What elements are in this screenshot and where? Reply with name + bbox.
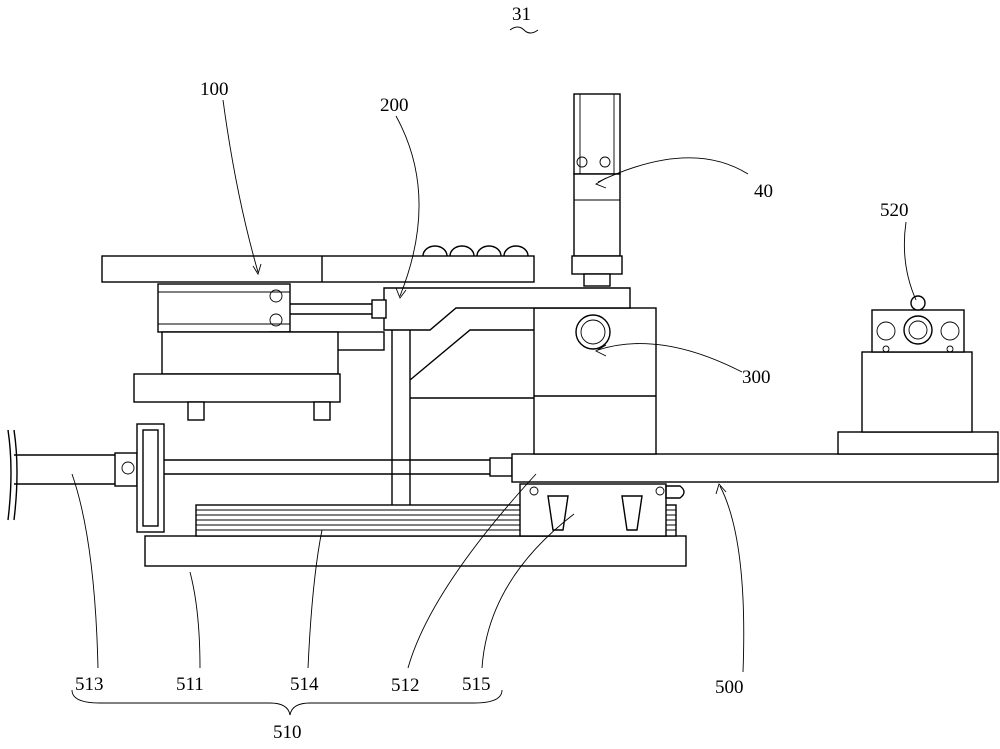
frame-200 xyxy=(383,287,631,505)
label-513: 513 xyxy=(75,674,104,695)
top-plate xyxy=(101,245,535,283)
label-515: 515 xyxy=(462,674,491,695)
label-200: 200 xyxy=(380,95,409,116)
label-514: 514 xyxy=(290,674,319,695)
leader-lines xyxy=(71,99,917,673)
piston-rod xyxy=(164,457,513,477)
label-300: 300 xyxy=(742,367,771,388)
label-510: 510 xyxy=(273,722,302,743)
label-40: 40 xyxy=(754,181,773,202)
label-512: 512 xyxy=(391,675,420,696)
label-520: 520 xyxy=(880,200,909,221)
push-cylinder-100 xyxy=(133,283,387,421)
base-plate-511 xyxy=(144,535,687,567)
slider-515 xyxy=(519,483,685,537)
figure-number-tilde xyxy=(509,26,539,34)
label-500: 500 xyxy=(715,677,744,698)
brace-510 xyxy=(71,689,503,716)
mount-520 xyxy=(837,295,999,455)
vertical-cylinder-40 xyxy=(571,93,623,287)
label-100: 100 xyxy=(200,79,229,100)
station-300 xyxy=(533,307,657,455)
carrier-plate-500 xyxy=(511,453,999,483)
figure-number: 31 xyxy=(512,4,531,25)
left-feed-rod xyxy=(7,429,138,521)
cylinder-flange xyxy=(136,423,165,533)
label-511: 511 xyxy=(176,674,204,695)
